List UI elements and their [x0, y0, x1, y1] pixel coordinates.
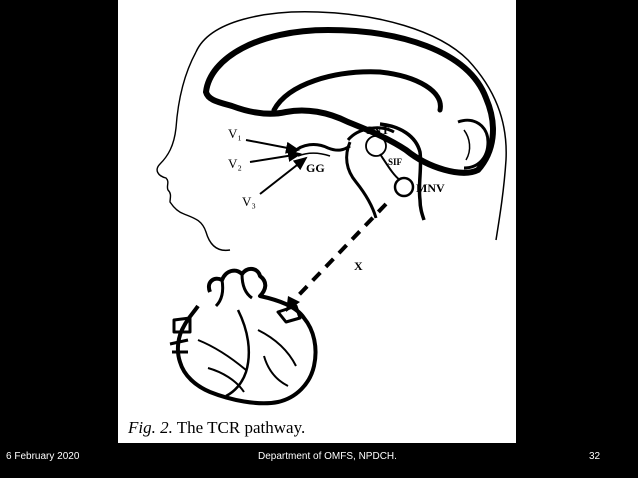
brainstem-left — [345, 141, 378, 219]
footer-page-number: 32 — [589, 451, 601, 462]
caption-prefix: Fig. 2. — [128, 418, 173, 437]
cerebellum-fold — [463, 129, 471, 161]
vagus-dashed-pathway — [292, 202, 388, 302]
mnv-nucleus — [393, 176, 415, 198]
head-outline — [195, 11, 507, 241]
footer-date: 6 February 2020 — [6, 451, 80, 462]
snt-nucleus — [365, 135, 387, 157]
label-v2: V₂ — [228, 156, 242, 171]
cerebellum — [457, 118, 490, 170]
ganglion-root — [297, 152, 331, 157]
sif-fiber — [379, 153, 401, 181]
label-snt: SNT — [366, 123, 389, 137]
v3-branch-arrow — [259, 156, 308, 195]
figure-caption: Fig. 2. The TCR pathway. — [128, 418, 508, 438]
v2-branch-arrow — [249, 149, 302, 163]
label-x: X — [354, 259, 363, 273]
brain-outline — [203, 27, 496, 176]
caption-text: The TCR pathway. — [172, 418, 306, 437]
face-profile — [156, 51, 231, 252]
v1-branch-arrow — [245, 139, 300, 154]
label-v3: V₃ — [242, 194, 256, 209]
brainstem-right — [379, 122, 426, 221]
figure-panel: V₁ V₂ V₃ GG SNT SIF MNV X Fig. 2. The TC… — [118, 0, 516, 443]
gasserian-ganglion — [292, 143, 351, 154]
label-sif: SIF — [388, 157, 403, 167]
footer-department: Department of OMFS, NPDCH. — [258, 451, 397, 462]
heart-illustration — [169, 267, 318, 406]
label-v1: V₁ — [228, 126, 242, 141]
tcr-pathway-diagram: V₁ V₂ V₃ GG SNT SIF MNV X — [156, 11, 507, 406]
pons — [346, 126, 395, 142]
label-gg: GG — [306, 161, 325, 175]
label-mnv: MNV — [416, 181, 445, 195]
corpus-callosum — [271, 69, 443, 113]
